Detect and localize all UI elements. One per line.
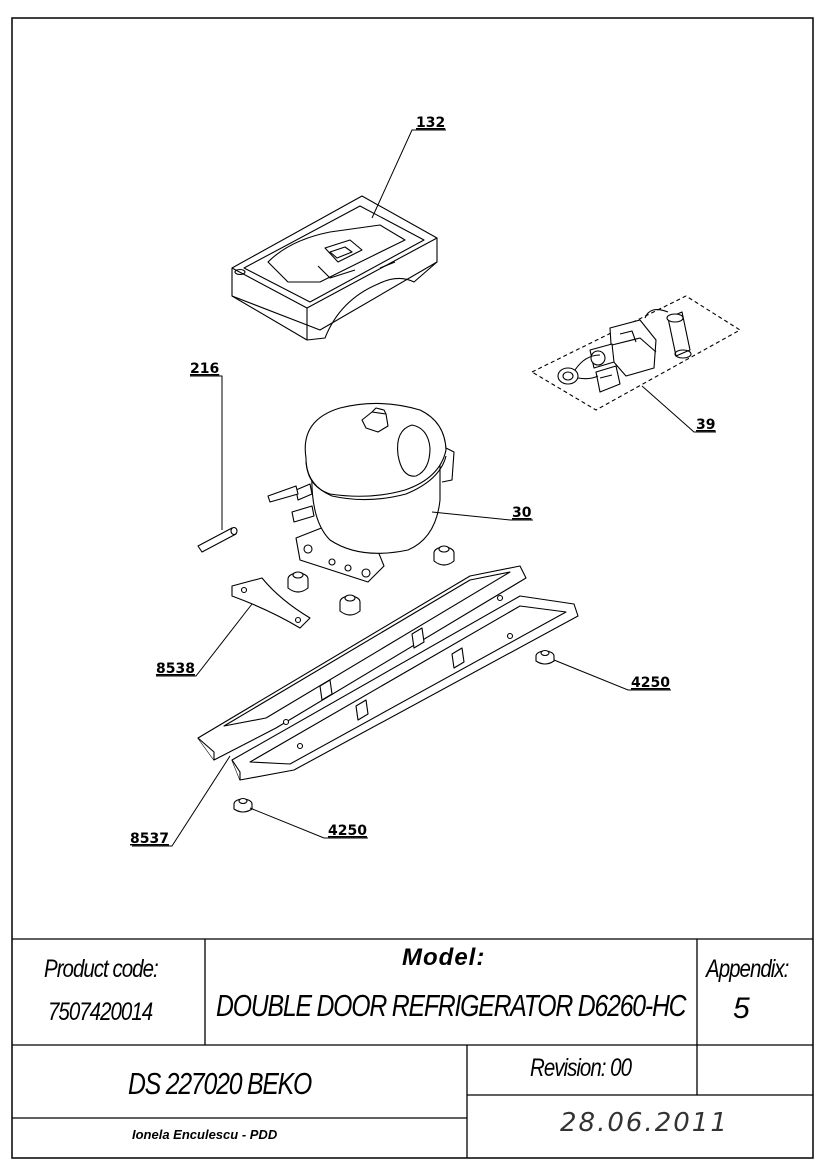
title-block-grid [12, 938, 813, 1158]
part-132-drip-tray [231, 195, 438, 341]
callout-30: 30 [512, 505, 532, 521]
model-value: DOUBLE DOOR REFRIGERATOR D6260-HC [216, 988, 687, 1023]
model-label: Model: [402, 944, 486, 971]
callout-8538: 8538 [156, 661, 195, 677]
appendix-value: 5 [733, 992, 750, 1025]
part-39-relay-kit [531, 295, 741, 411]
revision: Revision: 00 [530, 1054, 632, 1082]
product-code-value: 7507420014 [48, 998, 153, 1026]
leader-216 [190, 375, 223, 530]
leader-30 [431, 511, 533, 521]
callout-4250-a: 4250 [631, 675, 670, 691]
part-216-pin [197, 526, 238, 553]
callout-39: 39 [696, 417, 715, 433]
part-30-compressor [267, 402, 455, 583]
callout-216: 216 [190, 361, 219, 377]
leader-8538 [156, 603, 253, 677]
date: 28.06.2011 [560, 1108, 729, 1138]
leader-4250a [553, 659, 671, 691]
drawing-frame [11, 17, 814, 1159]
callout-4250-b: 4250 [328, 823, 367, 839]
part-8537-base-rails [197, 565, 579, 781]
leader-132 [371, 129, 446, 219]
callout-8537: 8537 [130, 831, 169, 847]
author: Ionela Enculescu - PDD [132, 1127, 278, 1142]
ds-code: DS 227020 BEKO [128, 1066, 312, 1101]
leader-8537 [132, 755, 231, 847]
appendix-label: Appendix: [706, 955, 789, 983]
leader-lines [132, 129, 716, 847]
grommets [233, 545, 555, 813]
leader-4250b [249, 807, 368, 839]
product-code-label: Product code: [44, 955, 159, 983]
part-8538-bracket [231, 577, 311, 629]
leader-39 [641, 385, 716, 433]
callout-132: 132 [416, 115, 445, 131]
